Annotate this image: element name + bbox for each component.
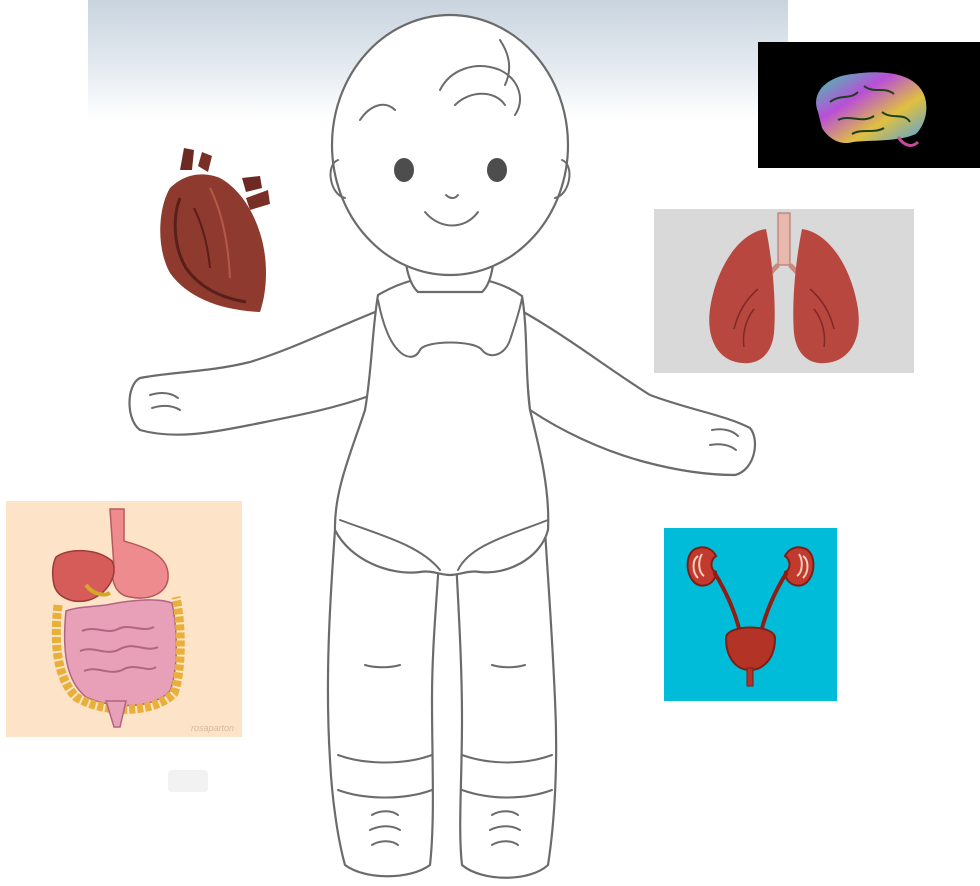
watermark-text: rosaparton	[191, 723, 234, 733]
heart-icon	[150, 148, 272, 314]
head	[332, 15, 568, 275]
urinary-system-card[interactable]	[664, 528, 837, 701]
lungs-icon	[654, 209, 914, 373]
left-leg	[328, 530, 440, 876]
kidneys-bladder-icon	[664, 528, 837, 701]
digestive-system-icon	[6, 501, 242, 737]
faint-smudge	[168, 770, 208, 792]
brain-card[interactable]	[758, 42, 980, 168]
eye-left	[394, 158, 414, 182]
digestive-card[interactable]: rosaparton	[6, 501, 242, 737]
heart-card[interactable]	[150, 148, 272, 314]
lungs-card[interactable]	[654, 209, 914, 373]
eye-right	[487, 158, 507, 182]
brain-icon	[758, 42, 980, 168]
left-arm	[130, 310, 381, 435]
